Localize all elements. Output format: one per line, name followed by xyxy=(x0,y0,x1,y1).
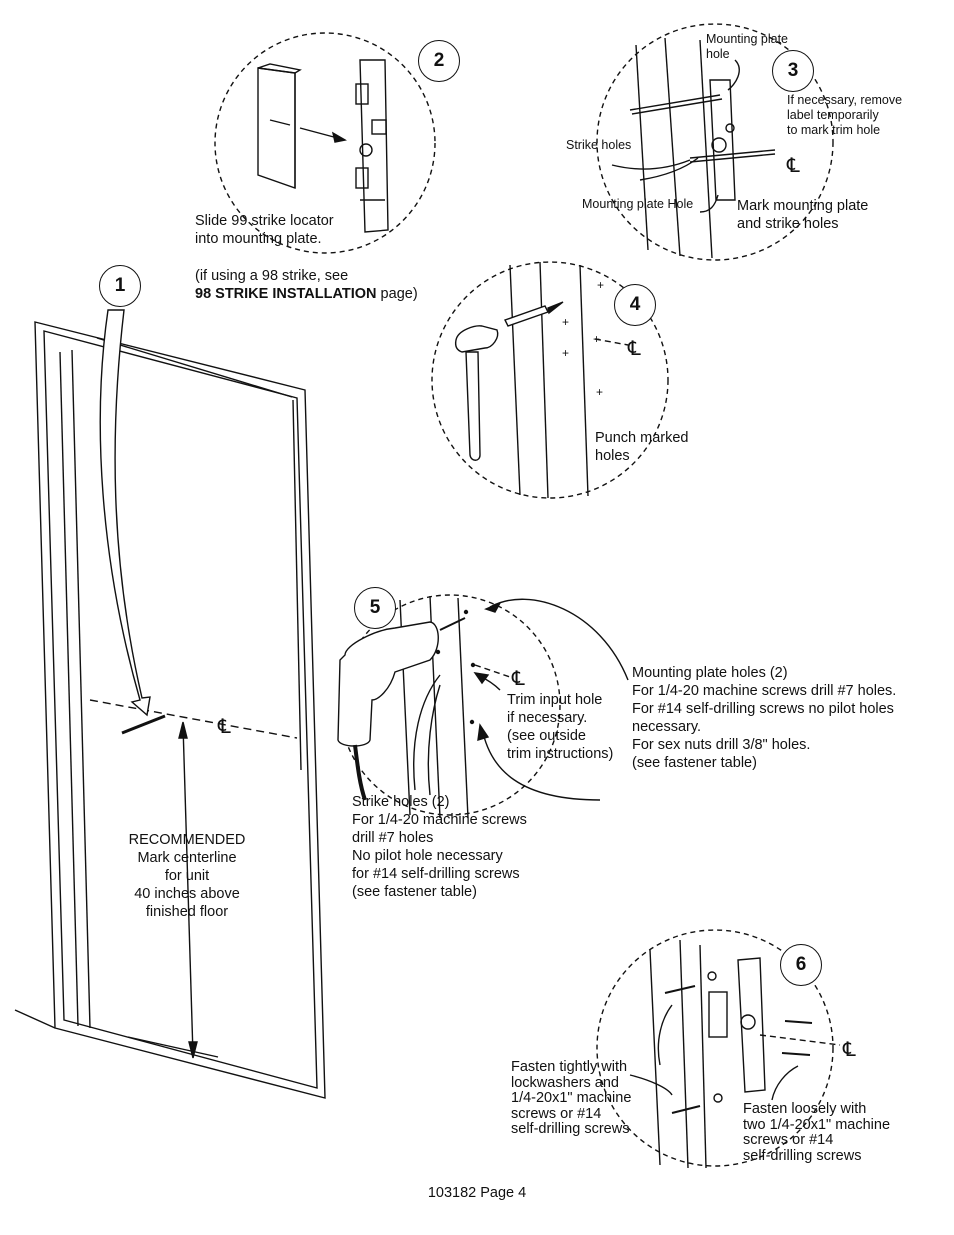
page-footer: 103182 Page 4 xyxy=(427,1185,527,1201)
step-2-note: (if using a 98 strike, see 98 STRIKE INS… xyxy=(195,268,418,302)
step-3-mounting-plate-hole-bottom-label: Mounting plate Hole xyxy=(582,197,694,211)
svg-text:℄: ℄ xyxy=(786,153,800,177)
step-6-fasten-loose: Fasten loosely with two 1/4-20x1" machin… xyxy=(743,1101,891,1164)
punch-hammer-drawing: + + + + + xyxy=(454,261,629,499)
step-3-badge: 3 xyxy=(772,50,814,92)
step-5-strike-holes: Strike holes (2) For 1/4-20 machine scre… xyxy=(352,794,527,900)
door-frame-drawing: ℄ xyxy=(14,321,326,1099)
step-5-badge: 5 xyxy=(354,587,396,629)
svg-text:℄: ℄ xyxy=(217,714,231,738)
step-1-badge: 1 xyxy=(99,265,141,307)
mounting-plate-marking-drawing xyxy=(629,37,776,259)
step-6-badge: 6 xyxy=(780,944,822,986)
fasten-screws-drawing xyxy=(649,939,841,1169)
step-4-badge: 4 xyxy=(614,284,656,326)
svg-text:+: + xyxy=(562,346,569,360)
strike-locator-drawing xyxy=(257,59,389,233)
step-6-fasten-tight: Fasten tightly with lockwashers and 1/4-… xyxy=(511,1059,632,1137)
recommended-centerline-note: RECOMMENDED Mark centerline for unit 40 … xyxy=(128,832,246,920)
step-3-mounting-plate-hole-label: Mounting plate hole xyxy=(706,32,789,61)
step-2-instructions: Slide 99 strike locator into mounting pl… xyxy=(195,213,334,247)
step-3-mark-instructions: Mark mounting plate and strike holes xyxy=(737,198,869,232)
svg-text:+: + xyxy=(596,385,603,399)
svg-text:+: + xyxy=(597,278,604,292)
drill-drawing xyxy=(337,595,511,819)
svg-text:℄: ℄ xyxy=(511,666,525,690)
step-3-strike-holes-label: Strike holes xyxy=(566,138,632,152)
step-5-mounting-plate-holes: Mounting plate holes (2) For 1/4-20 mach… xyxy=(632,665,897,771)
step-4-instructions: Punch marked holes xyxy=(595,430,689,464)
step-5-trim-input: Trim input hole if necessary. (see outsi… xyxy=(507,692,614,762)
step-3-label-note: If necessary, remove label temporarily t… xyxy=(787,93,903,137)
svg-text:℄: ℄ xyxy=(627,336,641,360)
svg-text:℄: ℄ xyxy=(842,1037,856,1061)
svg-text:+: + xyxy=(562,315,569,329)
98-strike-page-ref: 98 STRIKE INSTALLATION xyxy=(195,286,377,302)
step-2-badge: 2 xyxy=(418,40,460,82)
